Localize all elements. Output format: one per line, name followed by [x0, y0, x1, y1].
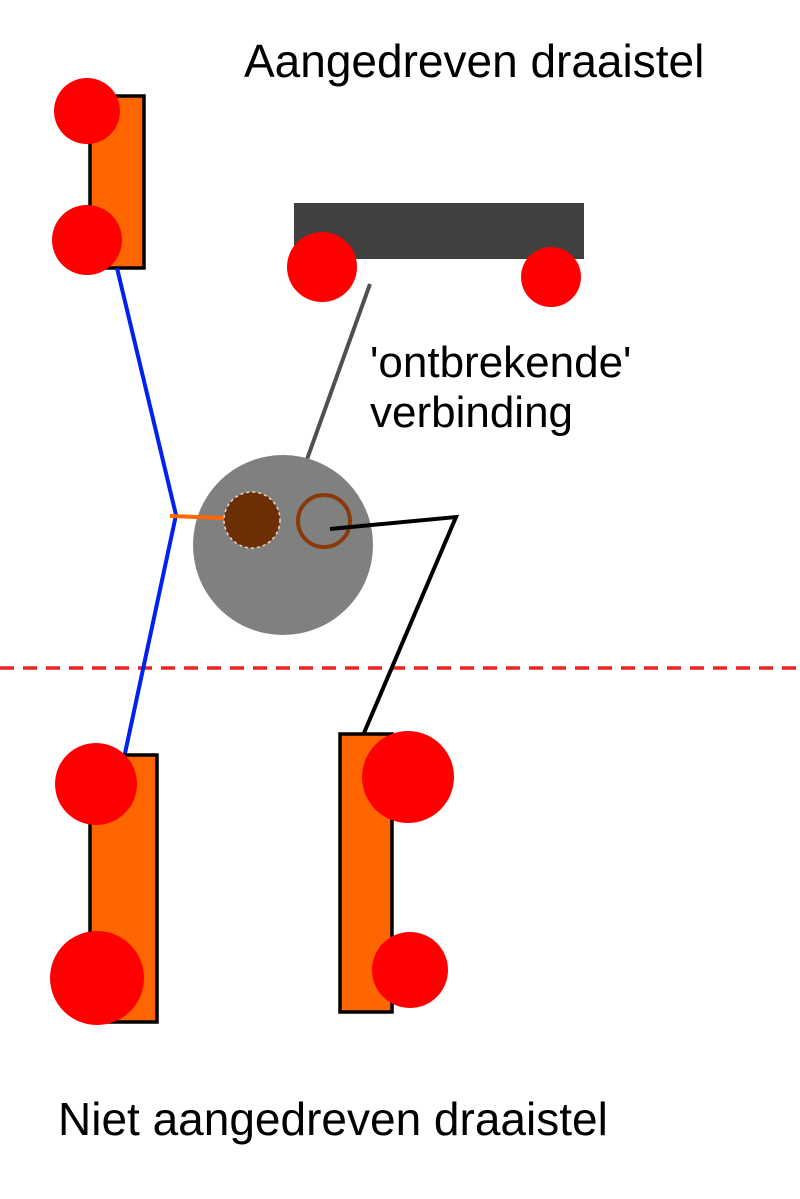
motor-housing [193, 455, 373, 635]
wheel-top-left-1 [54, 78, 120, 144]
pivot-left [224, 492, 280, 548]
wheel-top-left-2 [52, 205, 122, 275]
pivot-left-ring [223, 491, 281, 549]
powered-bogie-label: Aangedreven draaistel [244, 35, 705, 87]
black-linkage [329, 514, 460, 734]
missing-connection-label-line1: 'ontbrekende' [370, 338, 632, 387]
missing-connection-line [304, 283, 372, 463]
wheel-bar-left [287, 232, 357, 302]
wheel-bottom-left-1 [55, 743, 137, 825]
pivot-right-ring [296, 493, 352, 549]
missing-connection-label: 'ontbrekende' verbinding [370, 338, 700, 438]
wheel-bottom-right-1 [362, 731, 454, 823]
wheel-bottom-right-2 [372, 932, 448, 1008]
blue-linkage [115, 267, 179, 759]
wheel-bar-right [521, 247, 581, 307]
wheel-bottom-left-2 [50, 931, 144, 1025]
unpowered-bogie-label: Niet aangedreven draaistel [58, 1093, 608, 1145]
missing-connection-label-line2: verbinding [370, 388, 574, 437]
